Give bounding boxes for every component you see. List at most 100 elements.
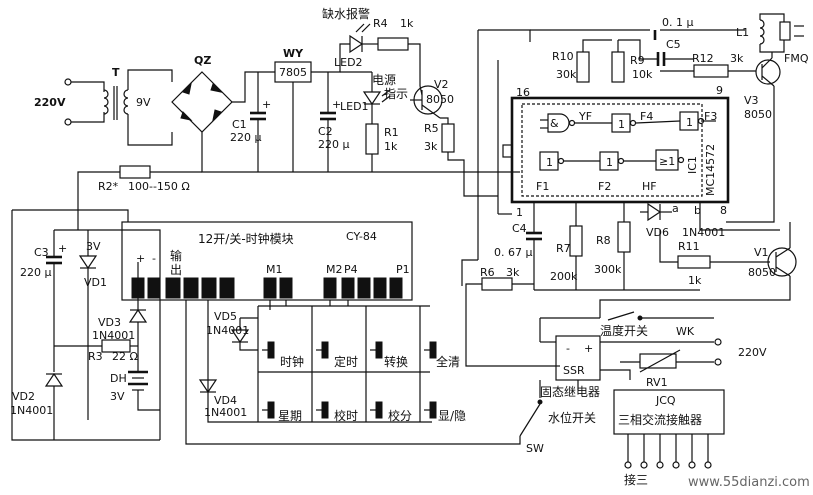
v1-transistor xyxy=(767,247,797,277)
vd1-label: VD1 xyxy=(84,276,107,289)
r12-resistor xyxy=(693,64,729,78)
contactor-name: 三相交流接触器 xyxy=(618,412,702,427)
clock-m1: M1 xyxy=(266,263,283,276)
power-supply: 220V T 9V QZ + C1 220 μ WY 78 xyxy=(34,43,520,230)
button-timer-label: 定时 xyxy=(334,354,358,369)
gate-f2-label: F2 xyxy=(598,180,611,193)
r5-value: 3k xyxy=(424,140,438,153)
clock-module-model: CY-84 xyxy=(346,230,377,243)
v2-label: V2 xyxy=(434,78,449,91)
button-show-hide-label: 显/隐 xyxy=(438,409,466,423)
ic-pin-9: 9 xyxy=(716,84,723,97)
c5-label: C5 xyxy=(666,38,681,51)
v3-type: 8050 xyxy=(744,108,772,121)
button-week[interactable]: 星期 xyxy=(262,401,302,423)
clock-module: 12开/关-时钟模块 CY-84 + - 输 出 M1 M2 P4 P1 xyxy=(121,221,466,423)
alarm-title: 缺水报警 xyxy=(322,6,370,21)
led1-diode xyxy=(362,91,382,106)
vd3-type: 1N4001 xyxy=(92,329,135,342)
c2-label: C2 xyxy=(318,125,333,138)
c1-value: 220 μ xyxy=(230,131,262,144)
clock-m2: M2 xyxy=(326,263,343,276)
vd2-type: 1N4001 xyxy=(10,404,53,417)
bridge-rectifier xyxy=(171,71,233,133)
r12-label: R12 xyxy=(692,52,714,65)
button-clock[interactable]: 时钟 xyxy=(262,341,304,369)
r3-value: 22 Ω xyxy=(112,350,138,363)
led2-diode xyxy=(349,34,364,54)
ic-pin-b: b xyxy=(694,204,701,217)
power-indicator-label-2: 指示 xyxy=(384,86,408,101)
r4-resistor xyxy=(377,37,409,51)
r7-value: 200k xyxy=(550,270,578,283)
ic-pin-8: 8 xyxy=(720,204,727,217)
ac-terminal-top xyxy=(64,78,72,86)
button-show-hide[interactable]: 显/隐 xyxy=(424,401,466,423)
temperature-switch-label: 温度开关 xyxy=(600,323,648,338)
r8-value: 300k xyxy=(594,263,622,276)
button-week-label: 星期 xyxy=(278,409,302,423)
r9-value: 10k xyxy=(632,68,653,81)
r3-label: R3 xyxy=(88,350,103,363)
buzzer-label: FMQ xyxy=(784,52,809,65)
button-adjust-minute[interactable]: 校分 xyxy=(370,401,412,423)
watermark: www.55dianzi.com xyxy=(688,475,810,490)
r9-resistor xyxy=(611,51,625,83)
ac-out-terminal-1 xyxy=(714,338,722,346)
r11-resistor xyxy=(677,255,711,269)
vd3-label: VD3 xyxy=(98,316,121,329)
buzzer-fmq xyxy=(779,21,791,41)
clock-output-1: 输 xyxy=(170,248,182,263)
vd5-label: VD5 xyxy=(214,310,237,323)
l1-inductor xyxy=(759,19,765,45)
c4-value: 0. 67 μ xyxy=(494,246,532,259)
gate-f3-label: F3 xyxy=(704,110,717,123)
c5-top-value: 0. 1 μ xyxy=(662,16,694,29)
ic-pin-16: 16 xyxy=(516,86,530,99)
button-clock-label: 时钟 xyxy=(280,354,304,369)
vd6-diode xyxy=(647,202,662,222)
vd2-diode xyxy=(44,372,64,387)
vd2-label: VD2 xyxy=(12,390,35,403)
ssr-name: 固态继电器 xyxy=(540,385,600,399)
ic1-type: MC14572 xyxy=(704,144,717,196)
r5-resistor xyxy=(441,123,455,153)
water-level-switch-ref: SW xyxy=(526,442,544,455)
clock-p1: P1 xyxy=(396,263,410,276)
gate-yf-label: YF xyxy=(578,110,592,123)
button-timer[interactable]: 定时 xyxy=(316,341,358,369)
r4-label: R4 xyxy=(373,17,388,30)
led1-label: LED1 xyxy=(340,100,369,113)
alarm-section: 缺水报警 LED2 R4 1k LED1 电源 指示 R1 1k V2 80 xyxy=(322,6,498,197)
r2-label: R2* xyxy=(98,180,119,193)
r6-resistor xyxy=(481,277,513,291)
l1-label: L1 xyxy=(736,26,749,39)
vd6-label: VD6 xyxy=(646,226,669,239)
v1-label: V1 xyxy=(754,246,769,259)
r10-label: R10 xyxy=(552,50,574,63)
clock-p4: P4 xyxy=(344,263,358,276)
r1-label: R1 xyxy=(384,126,399,139)
r11-label: R11 xyxy=(678,240,700,253)
button-clear[interactable]: 全清 xyxy=(424,341,460,369)
ic-pin-1: 1 xyxy=(516,206,523,219)
clock-module-box xyxy=(121,221,413,301)
svg-text:≥1: ≥1 xyxy=(659,155,675,168)
r10-value: 30k xyxy=(556,68,577,81)
transformer-primary xyxy=(103,89,109,115)
gate-hf-label: HF xyxy=(642,180,657,193)
r12-value: 3k xyxy=(730,52,744,65)
led2-label: LED2 xyxy=(334,56,363,69)
c2-value: 220 μ xyxy=(318,138,350,151)
button-adjust-hour[interactable]: 校时 xyxy=(316,401,358,423)
button-adjust-hour-label: 校时 xyxy=(334,408,358,423)
power-indicator-label-1: 电源 xyxy=(372,73,396,87)
ac-input-label: 220V xyxy=(34,96,66,109)
ac-out-label: 220V xyxy=(738,346,767,359)
svg-text:-: - xyxy=(566,342,570,355)
clock-plus: + xyxy=(136,252,145,265)
button-switch[interactable]: 转换 xyxy=(370,341,408,369)
gate-f1-label: F1 xyxy=(536,180,549,193)
r10-resistor xyxy=(576,51,590,83)
